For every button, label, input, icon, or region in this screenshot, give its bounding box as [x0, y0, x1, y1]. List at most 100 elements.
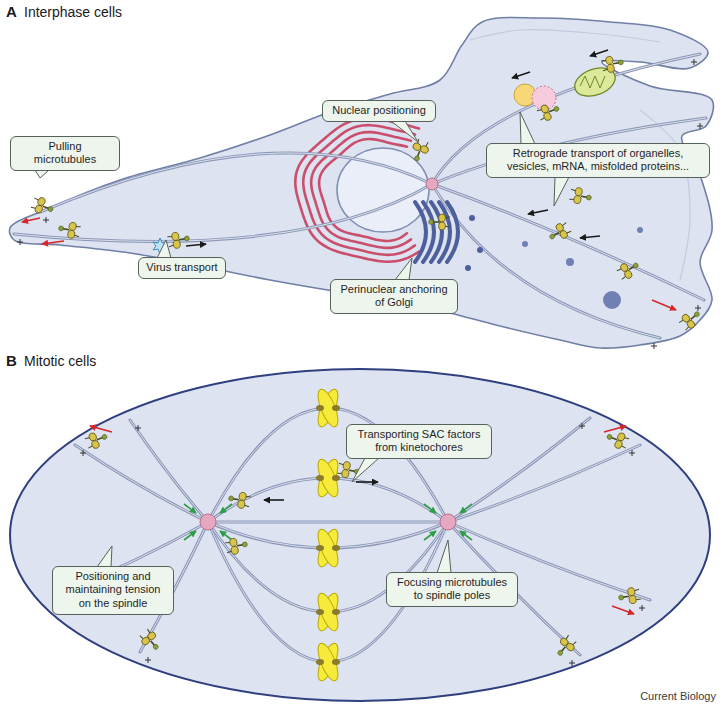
- dynein-head: [439, 214, 446, 222]
- motion-arrow: [184, 504, 196, 513]
- mitotic-cell-illustration: [10, 369, 710, 701]
- dynein-motor: [677, 307, 704, 333]
- dynein-head: [575, 187, 583, 196]
- callout-text: Perinuclear anchoring of Golgi: [336, 283, 452, 310]
- dynein-head: [614, 439, 623, 449]
- chromosome: [314, 527, 342, 569]
- dynactin: [152, 644, 159, 651]
- dynactin: [553, 106, 559, 112]
- dynein-motor: [553, 633, 579, 660]
- chromatid: [314, 527, 342, 569]
- chromatid: [314, 457, 342, 499]
- kinetochore: [332, 545, 340, 551]
- chromosome: [314, 387, 342, 429]
- callout-pointer: [97, 546, 112, 567]
- dynactin: [618, 595, 624, 601]
- kinetochore: [316, 545, 324, 551]
- callout-box: Virus transport: [138, 257, 226, 279]
- dynactin: [618, 60, 624, 66]
- kinetochore: [332, 405, 340, 411]
- plus-end-mark: [629, 450, 635, 456]
- kinetochore: [332, 609, 340, 615]
- microtubule: [432, 184, 660, 338]
- microtubule: [75, 445, 208, 522]
- callout-box: Positioning and maintaining tension on t…: [52, 566, 174, 615]
- microtubule-lumen: [432, 184, 660, 338]
- spindle-pole: [440, 514, 456, 530]
- dynein-motor: [227, 490, 251, 509]
- plus-end-mark: [145, 657, 151, 663]
- microtubule-lumen: [130, 420, 208, 522]
- dynein-head: [37, 197, 46, 207]
- plus-end-mark: [639, 605, 645, 611]
- plus-end-mark: [579, 423, 585, 429]
- callout-box: Focusing microtubules to spindle poles: [386, 572, 518, 607]
- chromatid: [314, 387, 342, 429]
- golgi-vesicle: [465, 265, 471, 271]
- dynein-motor: [57, 220, 81, 239]
- kinetochore: [316, 405, 324, 411]
- callout-pointer: [157, 240, 171, 258]
- dynein-motor: [225, 536, 249, 555]
- callout-text: Transporting SAC factors from kinetochor…: [352, 428, 486, 455]
- mitochondrion-cristae: [580, 76, 605, 88]
- membrane-highlight: [470, 30, 660, 42]
- motion-arrow: [220, 504, 232, 513]
- centrosome: [426, 178, 438, 190]
- panel-letter: B: [6, 352, 17, 369]
- spindle-pole: [200, 514, 216, 530]
- microtubule: [130, 420, 208, 522]
- motion-arrow: [590, 50, 608, 56]
- motion-arrow: [460, 504, 472, 513]
- dynein-head: [605, 56, 613, 65]
- callout-box: Pulling microtubules: [10, 136, 120, 171]
- microtubule: [208, 521, 448, 524]
- callout-pointer: [554, 177, 569, 206]
- dynein-motor: [536, 101, 562, 123]
- chromosome: [314, 457, 342, 499]
- callout-pointer: [395, 258, 412, 280]
- panel-title: Mitotic cells: [24, 353, 96, 369]
- cell-membrane: [9, 18, 713, 349]
- callout-box: Transporting SAC factors from kinetochor…: [346, 424, 492, 459]
- plus-end-mark: [691, 59, 697, 65]
- motion-arrow: [42, 241, 64, 244]
- journal-watermark: Current Biology: [640, 690, 716, 702]
- dynactin: [184, 236, 190, 242]
- dynein-motor: [409, 138, 431, 164]
- dynactin: [429, 220, 434, 225]
- dynactin: [694, 311, 701, 318]
- callout-box: Perinuclear anchoring of Golgi: [330, 279, 458, 314]
- chromosome: [314, 641, 342, 683]
- dynactin: [414, 155, 420, 161]
- kinetochore: [332, 659, 340, 665]
- motion-arrow: [220, 531, 232, 540]
- callout-pointer: [35, 170, 49, 178]
- motion-arrow: [528, 210, 548, 214]
- dynein-motor: [30, 195, 56, 217]
- membrane-highlight: [640, 110, 690, 280]
- plus-end-mark: [695, 305, 701, 311]
- interphase-cell-illustration: [9, 18, 713, 349]
- dynein-head: [439, 222, 446, 230]
- dynein-head: [619, 262, 629, 272]
- dynein-head: [237, 500, 245, 509]
- motion-arrow: [22, 218, 40, 222]
- dynein-head: [607, 64, 615, 73]
- callout-text: Pulling microtubules: [16, 140, 114, 167]
- plus-end-mark: [697, 123, 703, 129]
- golgi-vesicle: [469, 215, 475, 221]
- dynein-head: [565, 642, 576, 653]
- vesicle: [603, 291, 621, 309]
- dynein-head: [69, 222, 77, 231]
- plus-end-mark: [80, 450, 86, 456]
- motion-arrow: [580, 236, 600, 238]
- dynein-head: [229, 538, 237, 547]
- chromatid: [314, 591, 342, 633]
- dynactin: [633, 262, 640, 269]
- callout-box: Retrograde transport of organelles, vesi…: [486, 143, 710, 178]
- plus-end-mark: [651, 343, 657, 349]
- motion-arrow: [184, 531, 196, 540]
- chromatid: [314, 591, 342, 633]
